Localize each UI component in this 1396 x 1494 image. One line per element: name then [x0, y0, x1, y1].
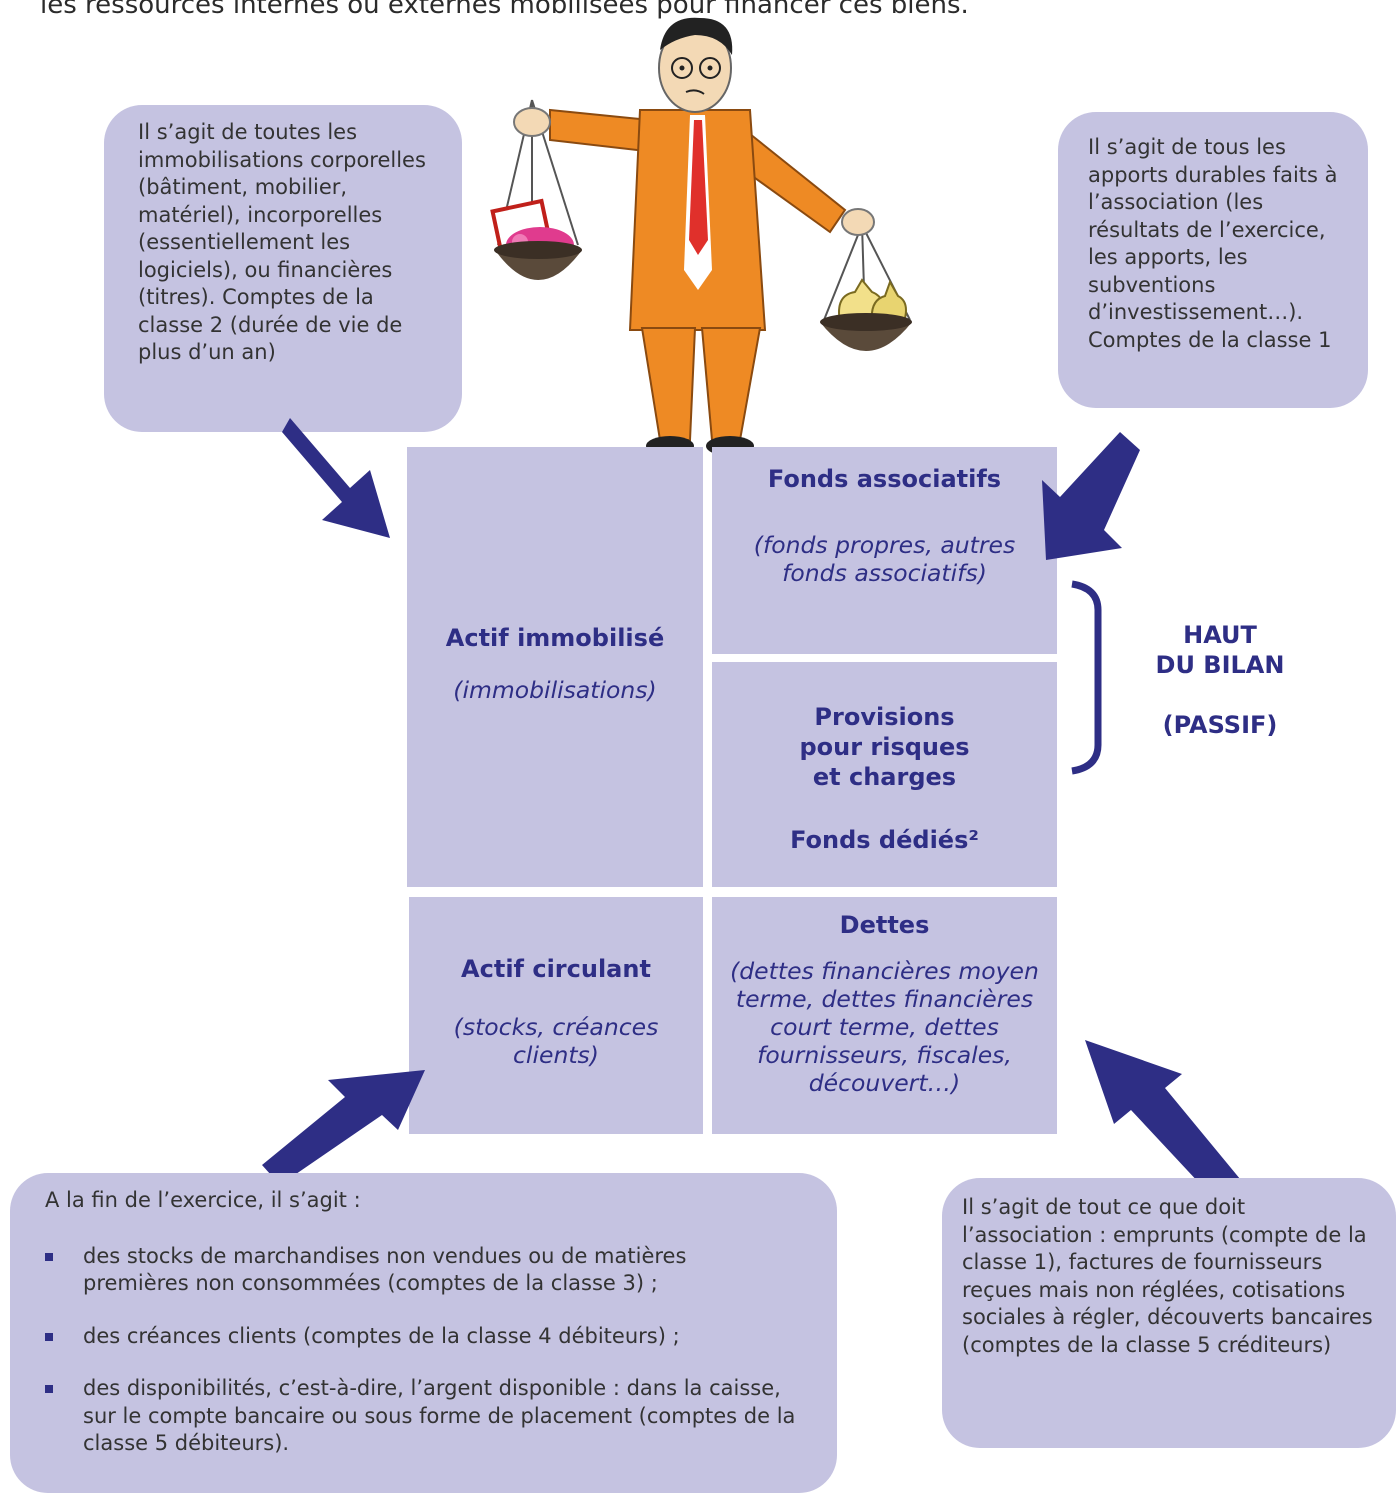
cell-dettes: Dettes (dettes financières moyen terme, … — [712, 897, 1057, 1134]
cell-dettes-subtitle: (dettes financières moyen terme, dettes … — [730, 957, 1039, 1097]
arrow-to-actif-immobilise — [282, 418, 390, 538]
cell-fonds-associatifs: Fonds associatifs (fonds propres, autres… — [712, 447, 1057, 654]
arrow-to-dettes — [1085, 1040, 1245, 1200]
side-label-haut-du-bilan: HAUT DU BILAN (PASSIF) — [1120, 620, 1320, 740]
bubble-circulant-list: des stocks de marchandises non vendues o… — [45, 1243, 797, 1458]
bubble-apports-text: Il s’agit de tous les apports durables f… — [1088, 135, 1338, 352]
cell-fonds-associatifs-title: Fonds associatifs — [767, 465, 1002, 493]
cell-actif-immobilise-subtitle: (immobilisations) — [453, 676, 657, 704]
money-bags-icon — [838, 278, 907, 323]
list-item: des stocks de marchandises non vendues o… — [45, 1243, 797, 1298]
header-text: les ressources internes ou externes mobi… — [40, 0, 969, 20]
cell-fonds-associatifs-subtitle: (fonds propres, autres fonds associatifs… — [753, 531, 1016, 587]
bubble-dettes: Il s’agit de tout ce que doit l’associat… — [942, 1178, 1396, 1448]
cell-provisions-title: Provisions pour risques et charges — [799, 703, 970, 791]
cell-provisions: Provisions pour risques et charges Fonds… — [712, 662, 1057, 887]
right-scale-pan — [820, 224, 912, 351]
cell-actif-circulant: Actif circulant (stocks, créances client… — [409, 897, 703, 1134]
man-with-scales-illustration — [490, 17, 912, 456]
bubble-dettes-text: Il s’agit de tout ce que doit l’associat… — [962, 1195, 1373, 1357]
cell-actif-circulant-title: Actif circulant — [461, 955, 651, 983]
cell-actif-immobilise-title: Actif immobilisé — [445, 624, 665, 652]
arrow-to-actif-circulant — [262, 1070, 425, 1185]
bubble-circulant: A la fin de l’exercice, il s’agit : des … — [10, 1173, 837, 1493]
list-item: des disponibilités, c’est-à-dire, l’arge… — [45, 1375, 797, 1458]
cell-dettes-title: Dettes — [839, 911, 930, 939]
bubble-apports: Il s’agit de tous les apports durables f… — [1058, 112, 1368, 408]
bubble-circulant-intro: A la fin de l’exercice, il s’agit : — [45, 1188, 361, 1212]
side-label-line1: HAUT — [1183, 621, 1257, 649]
left-scale-pan — [490, 99, 582, 280]
side-label-line2: DU BILAN — [1155, 651, 1285, 679]
side-label-line3: (PASSIF) — [1162, 711, 1278, 739]
list-item: des créances clients (comptes de la clas… — [45, 1323, 797, 1351]
arrow-to-fonds-associatifs — [1042, 432, 1140, 560]
cell-provisions-subtitle: Fonds dédiés² — [790, 826, 979, 854]
bubble-immobilisations-text: Il s’agit de toutes les immobilisations … — [138, 120, 426, 364]
cell-actif-immobilise: Actif immobilisé (immobilisations) — [407, 447, 703, 887]
bubble-immobilisations: Il s’agit de toutes les immobilisations … — [104, 105, 462, 432]
cell-actif-circulant-subtitle: (stocks, créances clients) — [453, 1013, 659, 1069]
bracket-haut-du-bilan — [1071, 580, 1102, 775]
